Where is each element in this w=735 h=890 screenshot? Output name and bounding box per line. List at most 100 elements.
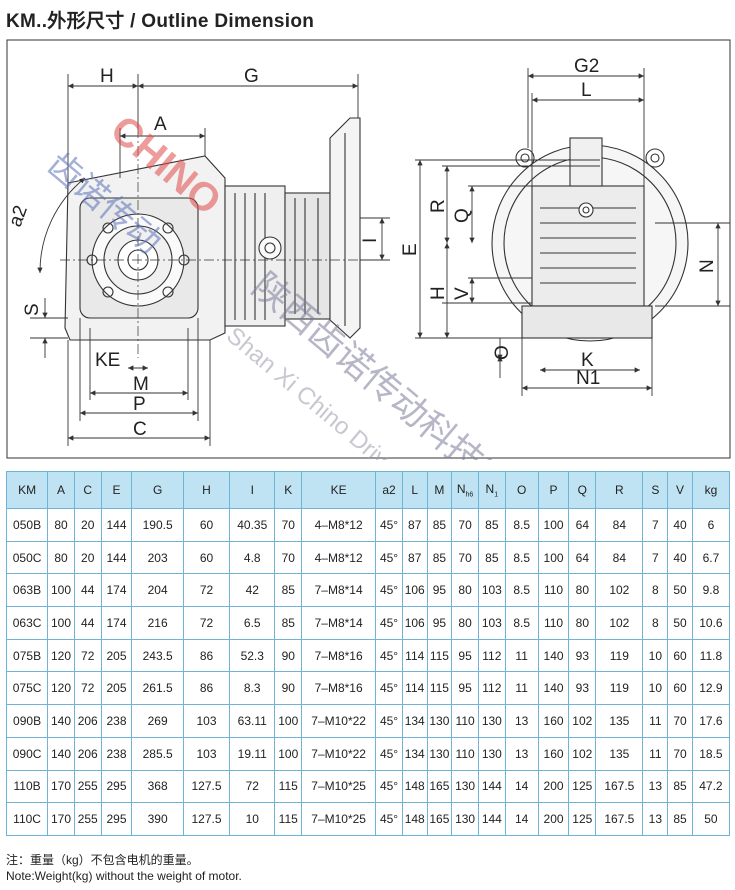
table-cell: 7–M10*25 bbox=[301, 802, 377, 836]
table-cell: 102 bbox=[595, 606, 644, 640]
table-cell: 200 bbox=[537, 769, 570, 804]
table-cell: 72 bbox=[73, 638, 102, 673]
dim-Q: Q bbox=[452, 208, 473, 223]
table-cell: 10 bbox=[642, 638, 669, 673]
table-cell: 13 bbox=[642, 802, 669, 836]
table-cell: 95 bbox=[451, 638, 479, 673]
header-label: G bbox=[152, 483, 163, 497]
table-cell: 64 bbox=[568, 508, 597, 542]
table-cell: 134 bbox=[401, 736, 428, 771]
header-label: N bbox=[456, 481, 466, 496]
table-cell: 8 bbox=[642, 573, 669, 608]
table-cell: 100 bbox=[537, 540, 570, 575]
dim-E: E bbox=[400, 243, 421, 256]
table-cell: 165 bbox=[426, 769, 453, 804]
dim-S: S bbox=[22, 303, 43, 316]
table-cell: 110B bbox=[5, 769, 49, 804]
table-cell: 125 bbox=[568, 802, 597, 836]
header-label: I bbox=[250, 483, 254, 497]
table-cell: 60 bbox=[667, 671, 693, 706]
table-cell: 72 bbox=[73, 671, 102, 706]
table-cell: 130 bbox=[477, 736, 506, 771]
table-header-cell: a2 bbox=[375, 471, 403, 509]
table-cell: 167.5 bbox=[595, 802, 644, 836]
table-cell: 140 bbox=[47, 704, 75, 738]
table-cell: 115 bbox=[274, 802, 303, 836]
table-cell: 86 bbox=[182, 638, 231, 673]
table-cell: 84 bbox=[595, 508, 644, 542]
table-cell: 165 bbox=[426, 802, 453, 836]
table-cell: 95 bbox=[426, 606, 453, 640]
table-cell: 11 bbox=[504, 638, 539, 673]
header-label: KE bbox=[330, 483, 347, 497]
table-cell: 50 bbox=[691, 802, 731, 836]
table-cell: 85 bbox=[667, 802, 693, 836]
table-cell: 112 bbox=[477, 638, 506, 673]
table-cell: 170 bbox=[47, 802, 75, 836]
dim-K: K bbox=[581, 350, 594, 371]
table-cell: 090B bbox=[5, 704, 49, 738]
table-cell: 200 bbox=[537, 802, 570, 836]
table-header-cell: V bbox=[667, 471, 693, 509]
table-cell: 85 bbox=[274, 606, 303, 640]
table-cell: 87 bbox=[401, 540, 428, 575]
dim-KE: KE bbox=[95, 350, 120, 371]
table-cell: 7 bbox=[642, 540, 669, 575]
header-label: S bbox=[651, 483, 660, 497]
table-cell: 7–M8*16 bbox=[301, 638, 377, 673]
side-view-dimensions bbox=[30, 74, 390, 446]
header-label: O bbox=[516, 483, 527, 497]
table-cell: 7–M8*14 bbox=[301, 573, 377, 608]
table-cell: 106 bbox=[401, 573, 428, 608]
table-cell: 9.8 bbox=[691, 573, 731, 608]
header-label: E bbox=[112, 483, 121, 497]
table-cell: 45° bbox=[375, 736, 403, 771]
table-cell: 148 bbox=[401, 769, 428, 804]
dim-V: V bbox=[452, 287, 473, 300]
dim-G2: G2 bbox=[574, 56, 599, 77]
table-header-cell: Nh6 bbox=[451, 471, 479, 509]
table-cell: 86 bbox=[182, 671, 231, 706]
table-cell: 167.5 bbox=[595, 769, 644, 804]
table-header-cell: A bbox=[47, 471, 75, 509]
table-cell: 100 bbox=[274, 704, 303, 738]
outline-drawing: H G A a2 S KE M P C I bbox=[0, 38, 735, 460]
table-cell: 44 bbox=[73, 606, 102, 640]
table-cell: 93 bbox=[568, 671, 597, 706]
table-cell: 140 bbox=[537, 638, 570, 673]
table-cell: 075B bbox=[5, 638, 49, 673]
table-cell: 8.3 bbox=[229, 671, 276, 706]
table-cell: 20 bbox=[73, 508, 102, 542]
dim-N: N bbox=[697, 259, 718, 273]
dim-P: P bbox=[133, 394, 146, 415]
table-cell: 285.5 bbox=[131, 736, 184, 771]
table-cell: 50 bbox=[667, 606, 693, 640]
table-cell: 42 bbox=[229, 573, 276, 608]
note-cn: 注：重量（kg）不包含电机的重量。 bbox=[6, 853, 199, 867]
dim-H-front: H bbox=[428, 286, 449, 300]
table-cell: 40.35 bbox=[229, 508, 276, 542]
table-cell: 075C bbox=[5, 671, 49, 706]
table-cell: 100 bbox=[537, 508, 570, 542]
table-cell: 390 bbox=[131, 802, 184, 836]
table-cell: 45° bbox=[375, 769, 403, 804]
table-cell: 7–M10*22 bbox=[301, 704, 377, 738]
table-header-cell: KM bbox=[5, 471, 49, 509]
table-header-cell: O bbox=[504, 471, 539, 509]
table-cell: 238 bbox=[100, 704, 133, 738]
table-cell: 7–M10*25 bbox=[301, 769, 377, 804]
table-cell: 127.5 bbox=[182, 769, 231, 804]
table-cell: 130 bbox=[477, 704, 506, 738]
table-cell: 100 bbox=[274, 736, 303, 771]
table-cell: 110 bbox=[451, 736, 479, 771]
table-cell: 85 bbox=[667, 769, 693, 804]
technical-drawing-svg: H G A a2 S KE M P C I bbox=[5, 39, 731, 460]
front-view-dimensions bbox=[415, 68, 730, 396]
side-view bbox=[60, 117, 390, 358]
notes: 注：重量（kg）不包含电机的重量。 Note:Weight(kg) withou… bbox=[6, 852, 242, 884]
table-header-cell: I bbox=[229, 471, 276, 509]
table-cell: 102 bbox=[568, 704, 597, 738]
header-label: L bbox=[411, 483, 419, 497]
table-cell: 8.5 bbox=[504, 573, 539, 608]
